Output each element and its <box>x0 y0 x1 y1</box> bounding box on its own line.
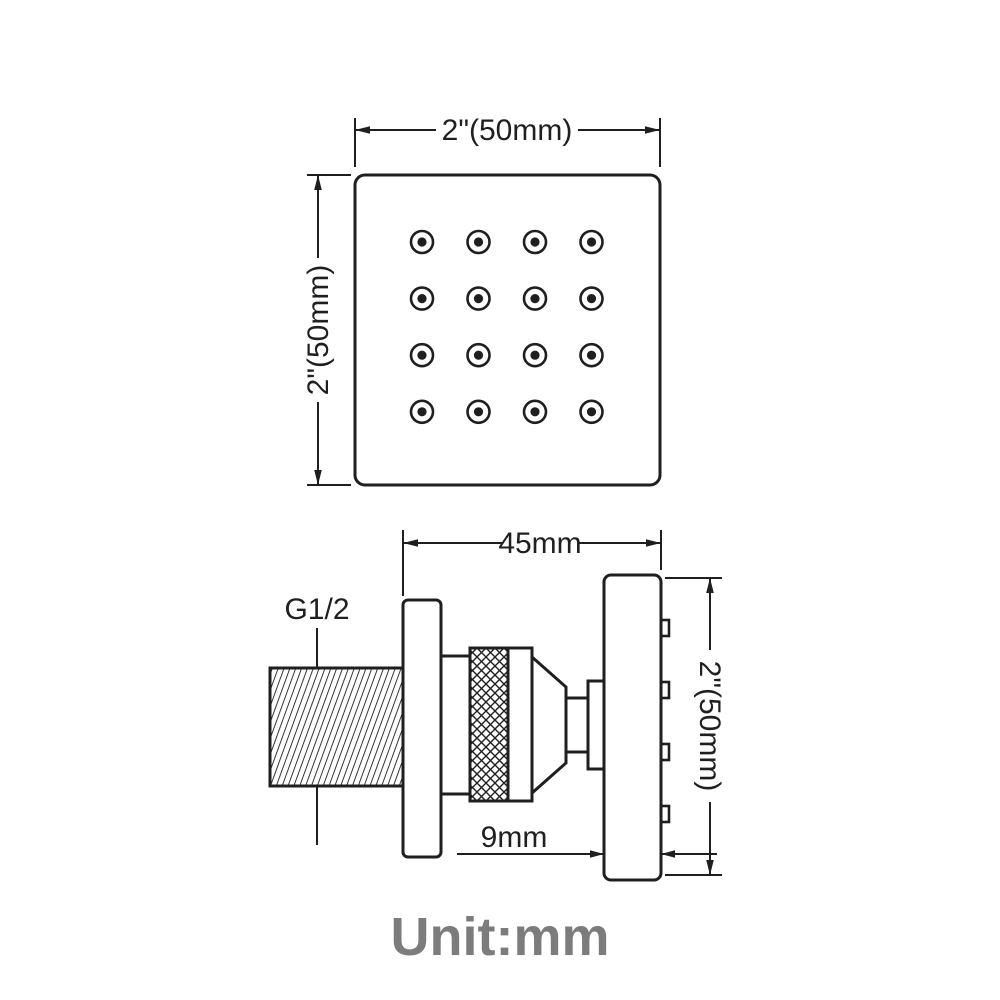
arrowhead-left <box>590 850 604 858</box>
nozzle-inner-dot <box>586 407 597 417</box>
label-backing <box>502 527 578 559</box>
thread-size-label: G1/2 <box>284 593 349 626</box>
dimension-label-side-height: 2"(50mm) <box>693 661 726 792</box>
mounting-flange <box>401 598 443 859</box>
side-view: G1/2 45mm 2"(50mm) 9mm <box>268 527 728 882</box>
nozzle-grid <box>409 229 604 425</box>
knurled-nut <box>468 646 534 803</box>
dimension-side-height: 2"(50mm) <box>665 577 728 876</box>
arrowhead-right <box>661 850 675 858</box>
ball-joint-taper <box>530 653 568 797</box>
nozzle-inner-dot <box>473 350 484 360</box>
dimension-label-depth: 45mm <box>498 527 581 560</box>
label-backing <box>692 650 728 802</box>
nozzle-inner-dot <box>473 294 484 304</box>
arrowhead-left <box>355 126 370 134</box>
face-plate-front <box>353 173 662 487</box>
nozzle-inner-dot <box>530 350 540 360</box>
unit-note: Unit:mm <box>391 907 610 967</box>
nozzle-inner-dot <box>586 350 597 360</box>
nozzle-inner-dot <box>530 407 540 417</box>
nozzle-inner-dot <box>417 237 427 247</box>
nozzle-inner-dot <box>417 407 427 417</box>
front-view: 2"(50mm) 2"(50mm) <box>300 113 662 487</box>
joint-neck <box>564 696 590 754</box>
arrowhead-bottom <box>706 860 714 875</box>
arrowhead-left <box>403 539 418 547</box>
nozzle-inner-dot <box>530 237 540 247</box>
dimension-label-plate-thickness: 9mm <box>481 821 548 854</box>
shaft <box>439 654 472 796</box>
dimension-label-front-width: 2"(50mm) <box>442 114 573 147</box>
arrowhead-right <box>645 126 660 134</box>
face-plate-side <box>602 573 663 882</box>
plate-connector <box>586 679 607 771</box>
label-backing <box>300 258 336 402</box>
dimension-label-front-height: 2"(50mm) <box>302 265 335 396</box>
arrowhead-top <box>706 578 714 593</box>
arrowhead-top <box>314 175 322 190</box>
label-backing <box>436 113 578 147</box>
knurl-pattern <box>471 649 507 800</box>
nozzle-inner-dot <box>586 237 597 247</box>
dimension-top-width: 2"(50mm) <box>354 113 661 167</box>
arrowhead-right <box>646 539 661 547</box>
dimension-depth: 45mm <box>402 527 662 596</box>
dimension-plate-thickness: 9mm <box>457 821 717 858</box>
nozzle-inner-dot <box>417 350 427 360</box>
nozzle-inner-dot <box>530 294 540 304</box>
arrowhead-bottom <box>314 470 322 485</box>
nozzle-inner-dot <box>473 407 484 417</box>
threaded-stem <box>268 666 405 788</box>
dimension-left-height: 2"(50mm) <box>300 174 351 486</box>
stem-thread-hatch <box>268 666 405 788</box>
nozzle-inner-dot <box>417 294 427 304</box>
nozzle-inner-dot <box>586 294 597 304</box>
nozzle-inner-dot <box>473 237 484 247</box>
